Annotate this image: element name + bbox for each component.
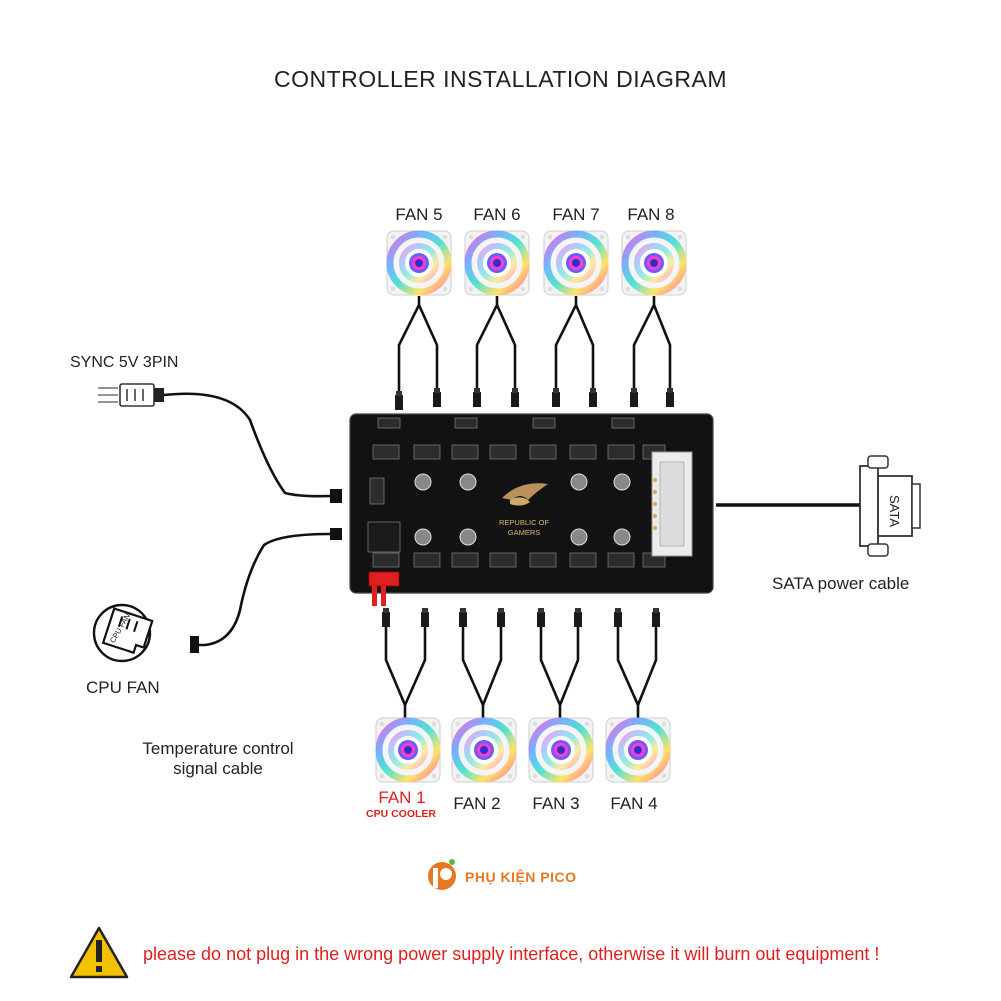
sata-label: SATA power cable (772, 574, 910, 593)
bottom-fan-group (376, 718, 670, 782)
fan-2-icon (452, 718, 516, 782)
temperature-cable (190, 528, 342, 653)
fan-1-icon (376, 718, 440, 782)
cpu-fan-icon: CPU FAN (92, 603, 154, 663)
sync-label: SYNC 5V 3PIN (70, 354, 179, 371)
temperature-label-line2: signal cable (173, 759, 263, 778)
fan-3-icon (529, 718, 593, 782)
fan-5-icon (387, 231, 451, 295)
rog-logo (502, 483, 548, 506)
fan-6-icon (465, 231, 529, 295)
sata-cable: SATA (716, 455, 921, 557)
fan-8-icon (622, 231, 686, 295)
top-fan-group (387, 231, 686, 295)
fan-4-label: FAN 4 (610, 794, 658, 813)
cpu-fan-label: CPU FAN (86, 678, 160, 697)
top-fan-cables (397, 296, 672, 400)
warning-text: please do not plug in the wrong power su… (143, 944, 880, 964)
top-fan-plugs (395, 388, 674, 410)
fan-7-label: FAN 7 (552, 205, 600, 224)
brand-logo-icon (428, 859, 456, 890)
temperature-label-line1: Temperature control (142, 739, 294, 758)
fan-3-label: FAN 3 (532, 794, 580, 813)
bottom-fan-plugs (382, 608, 660, 627)
fan-1-label: FAN 1 (378, 788, 426, 807)
warning-icon (69, 926, 129, 979)
fan-2-label: FAN 2 (453, 794, 501, 813)
fan-4-icon (606, 718, 670, 782)
temperature-label: Temperature control signal cable (113, 739, 323, 779)
sync-cable (98, 383, 342, 503)
bottom-fan-cables (384, 627, 658, 718)
fan-8-label: FAN 8 (627, 205, 675, 224)
board-logo-line2: GAMERS (508, 528, 541, 537)
brand-name: PHỤ KIỆN PICO (465, 869, 577, 885)
board-logo-line1: REPUBLIC OF (499, 518, 549, 527)
fan-5-label: FAN 5 (395, 205, 443, 224)
sata-connector-text: SATA (887, 495, 902, 527)
diagram-title: CONTROLLER INSTALLATION DIAGRAM (274, 66, 727, 92)
fan-6-label: FAN 6 (473, 205, 521, 224)
fan-7-icon (544, 231, 608, 295)
cpu-header (368, 571, 400, 587)
controller-board: REPUBLIC OF GAMERS (349, 413, 714, 606)
fan-1-sublabel: CPU COOLER (365, 808, 436, 820)
